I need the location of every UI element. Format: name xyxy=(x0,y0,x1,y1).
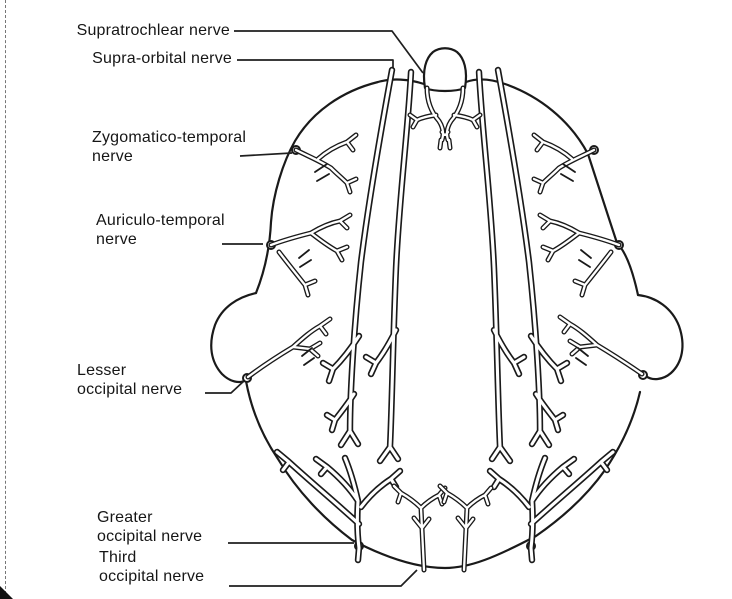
supratrochlear-nerve-right xyxy=(479,72,524,461)
zygomaticotemporal-nerve-right xyxy=(534,135,594,192)
greater-occipital-nerve-right xyxy=(490,452,613,560)
auriculotemporal-nerve-left xyxy=(271,215,350,295)
leader-supratrochlear xyxy=(234,30,424,74)
page-edge-dashed-line xyxy=(5,0,6,599)
leader-lines xyxy=(205,30,424,587)
leader-lesser-occipital xyxy=(205,379,246,394)
leader-supraorbital xyxy=(237,59,394,68)
leader-third-occipital xyxy=(229,569,418,587)
orbital-nerve-roots xyxy=(410,88,480,148)
label-line1: Third xyxy=(99,549,137,566)
supratrochlear-nerve-left xyxy=(366,72,411,461)
label-lesser-occipital-nerve: Lesser occipital nerve xyxy=(77,362,182,399)
label-supratrochlear-nerve: Supratrochlear nerve xyxy=(77,22,230,41)
auriculotemporal-nerve-right xyxy=(540,215,619,295)
third-occipital-nerve-left xyxy=(394,486,445,570)
supraorbital-nerve-left xyxy=(323,70,392,445)
label-line2: nerve xyxy=(92,147,134,165)
label-greater-occipital-nerve: Greater occipital nerve xyxy=(97,509,202,546)
nose xyxy=(422,47,468,93)
label-line2: nerve xyxy=(96,230,138,248)
third-occipital-nerve-right xyxy=(440,486,491,570)
label-line1: Auriculo-temporal xyxy=(96,212,225,229)
scalp-twigs xyxy=(298,163,592,366)
label-line2: occipital nerve xyxy=(99,567,205,585)
lesser-occipital-nerve-right xyxy=(560,317,642,374)
label-third-occipital-nerve: Third occipital nerve xyxy=(99,549,204,586)
label-line2: occipital nerve xyxy=(97,527,203,545)
label-line2: occipital nerve xyxy=(77,380,183,398)
left-ear xyxy=(210,291,258,384)
label-text: Supra-orbital nerve xyxy=(92,50,232,67)
label-line1: Zygomatico-temporal xyxy=(92,129,247,146)
label-line1: Lesser xyxy=(77,362,127,379)
label-zygomaticotemporal-nerve: Zygomatico-temporal nerve xyxy=(92,129,246,166)
label-line1: Greater xyxy=(97,509,153,526)
supraorbital-nerve-right xyxy=(498,70,567,445)
leader-zygomaticotemporal xyxy=(239,152,293,157)
lesser-occipital-nerve-left xyxy=(248,319,330,377)
label-supraorbital-nerve: Supra-orbital nerve xyxy=(92,50,232,69)
label-text: Supratrochlear nerve xyxy=(76,22,230,39)
label-auriculotemporal-nerve: Auriculo-temporal nerve xyxy=(96,212,225,249)
right-ear xyxy=(636,293,684,381)
zygomaticotemporal-nerve-left xyxy=(296,135,356,192)
